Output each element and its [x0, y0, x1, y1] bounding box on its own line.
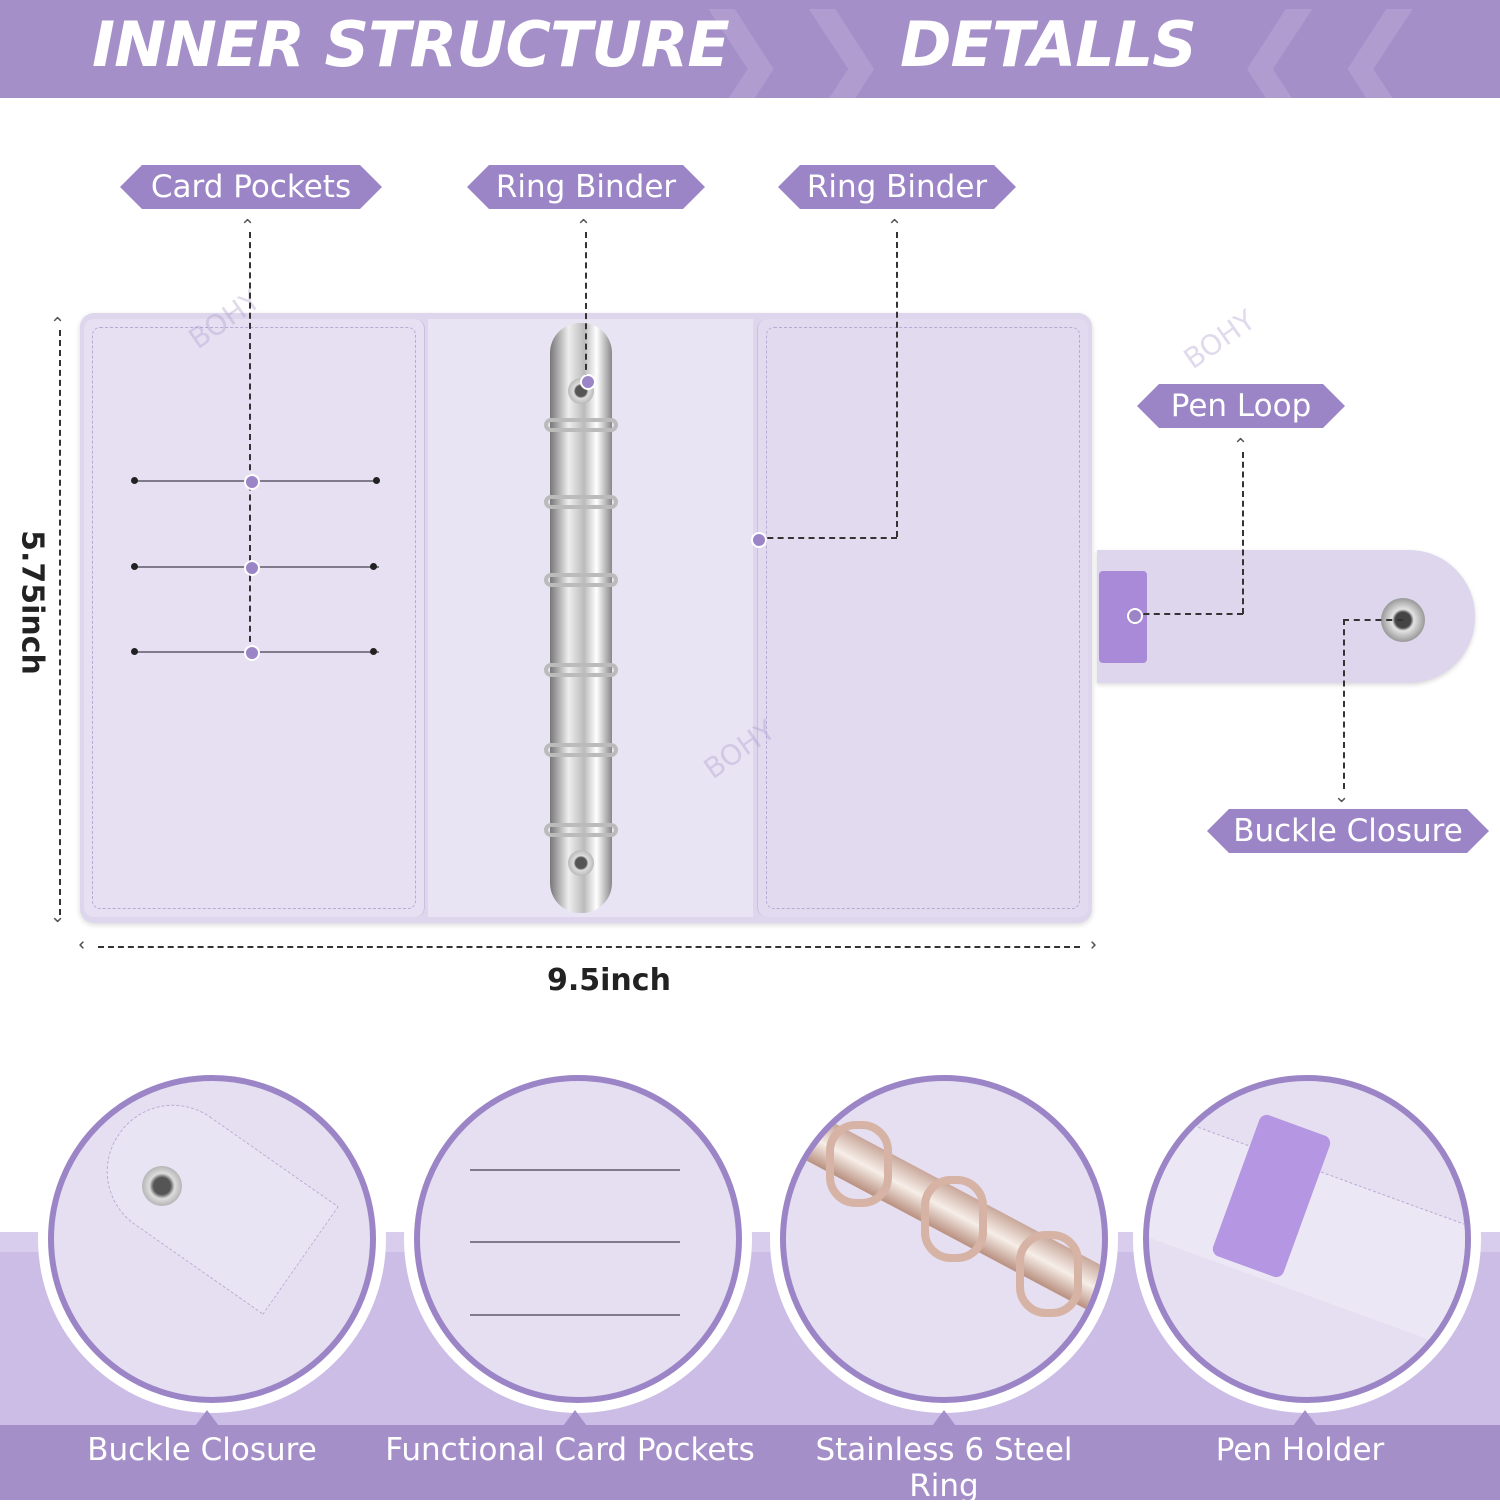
ring: [544, 573, 618, 587]
width-dimension-line: [98, 946, 1080, 948]
binder-open-view: BOHY BOHY BOHY: [80, 283, 1261, 923]
strap-detail: [81, 1081, 339, 1315]
ring: [544, 743, 618, 757]
pen-loop-leader: [1242, 452, 1244, 614]
inner-structure-title: INNER STRUCTURE: [92, 8, 730, 81]
right-panel: [757, 319, 1088, 917]
stitch-line: [92, 327, 416, 909]
caption-pen-holder: Pen Holder: [1215, 1432, 1385, 1468]
ring: [544, 418, 618, 432]
card-pockets-tag: Card Pockets: [120, 165, 382, 209]
detail-buckle-closure-circle: [48, 1075, 376, 1403]
ring-binder-mechanism: [544, 323, 618, 913]
callout-dot: [244, 560, 260, 576]
pen-loop-tag: Pen Loop: [1137, 384, 1345, 428]
arrow-down-icon: ⌃: [50, 904, 66, 925]
caption-pointer: [563, 1410, 587, 1426]
arrow-up-icon: ⌃: [50, 314, 66, 335]
caption-buckle-closure: Buckle Closure: [87, 1432, 317, 1468]
buckle-closure-tag: Buckle Closure: [1207, 809, 1489, 853]
snap-button-icon: [142, 1166, 182, 1206]
height-dimension-line: [59, 330, 61, 915]
stitch-line: [766, 327, 1080, 909]
header-banner: ❯❯ ❮❮ INNER STRUCTURE DETALLS: [0, 0, 1500, 98]
caption-pointer: [195, 1410, 219, 1426]
callout-dot: [1127, 608, 1143, 624]
slot-end-dot: [131, 477, 138, 484]
height-label: 5.75inch: [14, 530, 50, 675]
detail-pen-holder-circle: [1143, 1075, 1471, 1403]
chevron-decor-icon: ❯❯: [690, 0, 892, 98]
arrow-up-icon: ⌃: [1233, 435, 1249, 456]
callout-dot: [244, 474, 260, 490]
chevron-decor-icon: ❮❮: [1230, 0, 1432, 98]
slot-end-dot: [131, 648, 138, 655]
callout-dot: [244, 645, 260, 661]
slot-end-dot: [370, 648, 377, 655]
caption-pointer: [1293, 1410, 1317, 1426]
arrow-up-icon: ⌃: [240, 216, 256, 237]
left-panel: [84, 319, 425, 917]
detail-steel-ring-circle: [780, 1075, 1108, 1403]
card-slot: [470, 1314, 680, 1316]
card-pockets-leader: [249, 232, 251, 652]
callout-dot: [580, 374, 596, 390]
rivet-icon: [568, 850, 594, 876]
ring: [544, 663, 618, 677]
buckle-leader: [1343, 619, 1403, 621]
callout-dot: [751, 532, 767, 548]
ring: [826, 1121, 892, 1207]
slot-end-dot: [131, 563, 138, 570]
caption-steel-ring: Stainless 6 Steel Ring: [815, 1432, 1073, 1504]
watermark: BOHY: [1177, 303, 1262, 376]
ring: [544, 495, 618, 509]
card-slot: [470, 1169, 680, 1171]
card-slot: [470, 1241, 680, 1243]
arrow-right-icon: ⌃: [1077, 937, 1099, 953]
details-title: DETALLS: [900, 8, 1197, 81]
ring: [1016, 1231, 1082, 1317]
buckle-leader: [1343, 619, 1345, 789]
ring-binder-leader-2: [896, 232, 898, 537]
ring: [544, 823, 618, 837]
caption-bar: [0, 1425, 1500, 1500]
pen-loop-leader: [1133, 613, 1243, 615]
ring-binder-leader-1: [585, 232, 587, 380]
ring-binder-tag-2: Ring Binder: [778, 165, 1016, 209]
arrow-up-icon: ⌃: [576, 216, 592, 237]
detail-card-pockets-circle: [414, 1075, 742, 1403]
caption-pointer: [932, 1410, 956, 1426]
caption-card-pockets: Functional Card Pockets: [385, 1432, 755, 1468]
arrow-down-icon: ⌃: [1334, 784, 1350, 805]
slot-end-dot: [370, 563, 377, 570]
ring-binder-tag-1: Ring Binder: [467, 165, 705, 209]
arrow-up-icon: ⌃: [887, 216, 903, 237]
ring-binder-leader-2: [757, 537, 897, 539]
arrow-left-icon: ⌃: [76, 937, 98, 953]
width-label: 9.5inch: [547, 963, 671, 998]
ring: [921, 1176, 987, 1262]
slot-end-dot: [373, 477, 380, 484]
